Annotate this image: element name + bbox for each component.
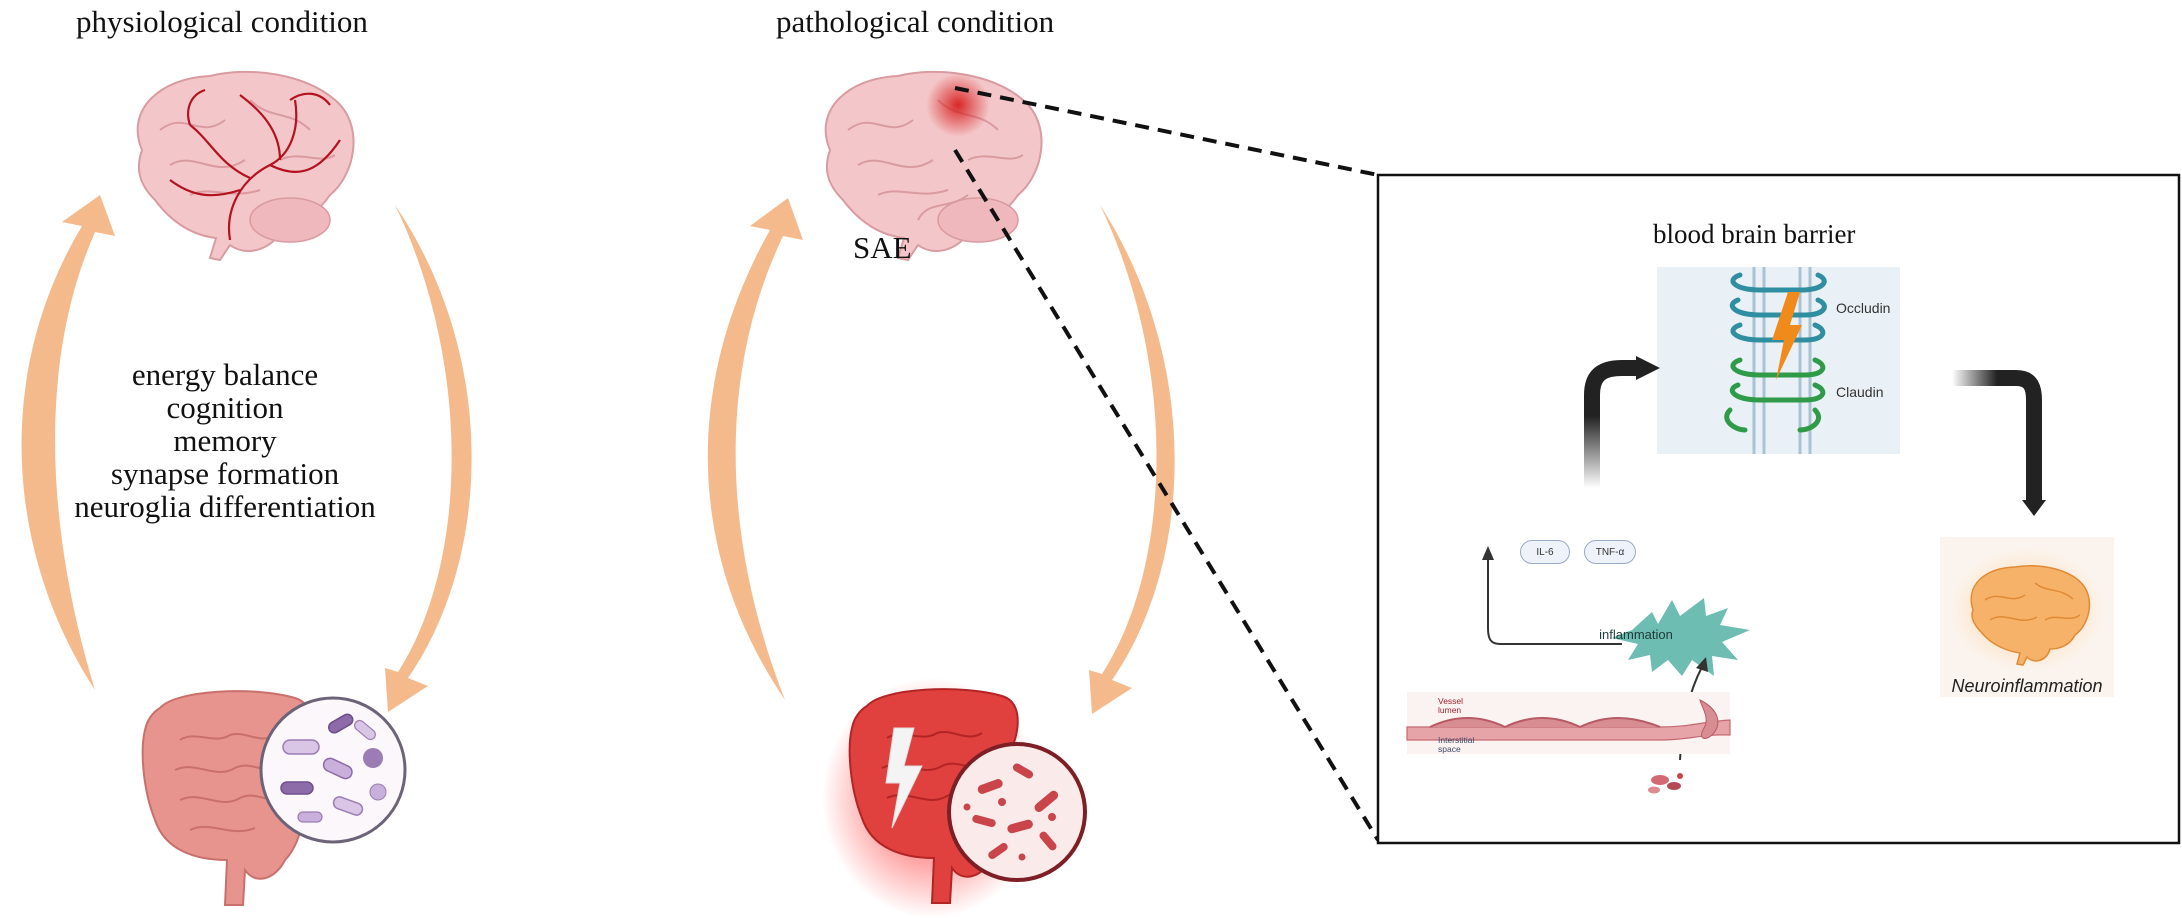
claudin-label: Claudin xyxy=(1836,384,1884,400)
tnf-alpha-badge: TNF-α xyxy=(1584,540,1636,564)
pathological-title: pathological condition xyxy=(776,4,1055,39)
function-item: synapse formation xyxy=(110,456,340,491)
zoom-line-bottom xyxy=(953,148,1380,842)
arrow-to-bbb xyxy=(1584,360,1640,488)
interstitial-space-label: Interstitial space xyxy=(1438,735,1475,754)
zoom-line-top xyxy=(954,86,1379,177)
brain-to-gut-arrow-pathological xyxy=(1089,205,1175,714)
gut-brain-functions-list: energy balance cognition memory synapse … xyxy=(30,358,420,523)
bbb-title: blood brain barrier xyxy=(1653,219,1856,249)
bacteria-circle-icon xyxy=(947,742,1087,882)
function-item: memory xyxy=(173,423,277,458)
inflammation-burst xyxy=(1612,598,1750,676)
sae-label: SAE xyxy=(853,230,912,265)
bbb-image-background xyxy=(1657,267,1900,454)
il6-badge: IL-6 xyxy=(1520,540,1570,564)
bacteria-icon xyxy=(1648,773,1683,794)
physiological-title: physiological condition xyxy=(76,4,368,39)
arrow-to-cytokines xyxy=(1487,556,1622,645)
occludin-label: Occludin xyxy=(1836,300,1891,316)
inflamed-brain-icon xyxy=(824,70,1043,262)
vessel-wall xyxy=(1406,719,1731,741)
physiological-cycle xyxy=(21,70,472,906)
function-item: energy balance xyxy=(131,357,319,392)
function-item: neuroglia differentiation xyxy=(74,489,376,524)
brain-icon xyxy=(136,70,355,262)
brain-to-gut-arrow xyxy=(385,205,472,712)
tight-junction-icon xyxy=(1724,267,1827,454)
microbiota-icon xyxy=(259,696,407,844)
inset-panel xyxy=(1376,173,2181,845)
vessel-lumen-label: Vessel lumen xyxy=(1438,696,1464,715)
pathological-cycle xyxy=(707,70,1380,918)
neuroinflammation-label: Neuroinflammation xyxy=(1951,676,2103,696)
gut-to-brain-arrow xyxy=(21,195,115,690)
lightning-icon xyxy=(885,727,923,829)
inflammation-label: inflammation xyxy=(1599,627,1673,642)
function-item: cognition xyxy=(166,390,284,425)
gut-to-brain-arrow-pathological xyxy=(707,198,803,700)
neuroinflammation-brain-icon xyxy=(1949,548,2105,672)
arrow-to-neuroinflammation xyxy=(1952,370,2042,500)
lightning-icon-bbb xyxy=(1772,292,1802,380)
